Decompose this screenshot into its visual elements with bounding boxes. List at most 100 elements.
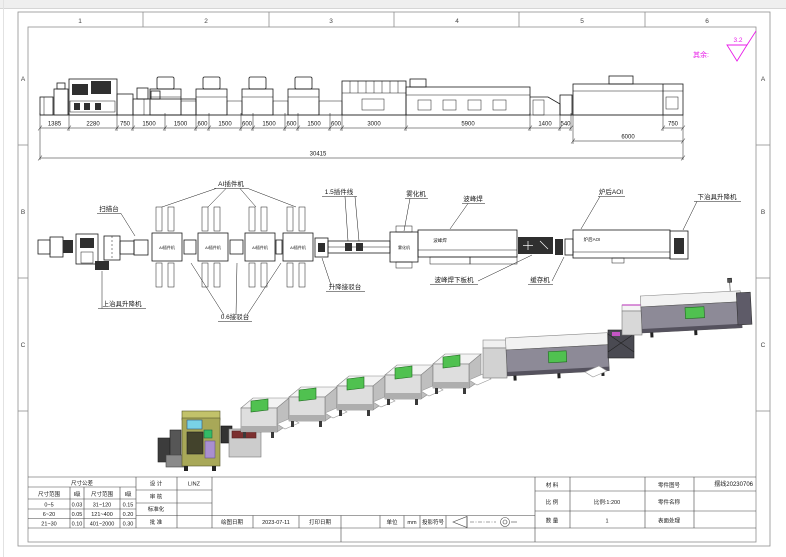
projection-symbol-icon (452, 516, 517, 528)
window-top-band (0, 0, 786, 9)
sheet-frame: 1 2 3 4 5 6 A B C A B C (17, 11, 771, 547)
elevation-view (39, 75, 684, 116)
label-wave-solder: 波峰焊 (463, 194, 483, 203)
window-left-edge (3, 0, 4, 557)
label-post-aoi: 炉后AOI (599, 187, 623, 196)
unit-value: mm (407, 520, 417, 526)
machine-text-ai: AI插件机 (252, 244, 268, 250)
part-no-label: 零件图号 (658, 481, 681, 489)
tol-cell: 6~20 (43, 512, 55, 518)
dim-text: 5900 (461, 122, 475, 128)
zone-col-5: 5 (580, 18, 584, 25)
zone-col-1: 1 (78, 18, 82, 25)
dimension-texts: 1385 2280 750 1500 1500 600 1500 600 150… (48, 122, 679, 158)
dim-text: 1400 (538, 122, 552, 128)
plan-view: AI插件机 AI插件机 AI插件机 AI插件机 (37, 179, 741, 322)
dim-text: 2280 (86, 122, 100, 128)
dim-text: 600 (197, 122, 208, 128)
draw-date-label: 绘图日期 (221, 518, 244, 526)
draw-date-value: 2023-07-11 (262, 520, 290, 526)
finish-label: 其余: (693, 50, 709, 59)
tol-cell: 0.03 (72, 503, 83, 509)
tol-cell: 31~120 (93, 503, 112, 509)
tol-header: 尺寸范围 (38, 490, 61, 498)
tol-cell: 0.05 (72, 512, 83, 518)
zone-col-3: 3 (329, 18, 333, 25)
unit-label: 单位 (386, 518, 398, 526)
machine-text-ai: AI插件机 (205, 244, 221, 250)
machine-text-ai: AI插件机 (159, 244, 175, 250)
label-lower-jig-lift: 下治具升降机 (698, 192, 738, 201)
dim-text: 600 (286, 122, 297, 128)
surface-label: 表面处理 (658, 517, 681, 525)
label-scan-table: 扫描台 (99, 204, 119, 213)
iso-machine (384, 364, 444, 405)
part-name-label: 零件名称 (658, 498, 681, 506)
label-ai-inserter: AI插件机 (218, 179, 244, 188)
qty-value: 1 (605, 519, 608, 525)
zone-col-6: 6 (705, 18, 709, 25)
zone-row-a-left: A (21, 76, 26, 83)
iso-machine (336, 375, 396, 416)
design-label: 设 计 (150, 480, 163, 488)
machine-text-atomizer: 雾化机 (398, 244, 410, 250)
machine-text-wave: 波峰焊 (433, 237, 447, 244)
dim-text-right-end: 750 (668, 122, 679, 128)
iso-machine (432, 353, 492, 394)
label-buffer: 缓存机 (530, 275, 550, 284)
scale-label: 比 例 (546, 498, 559, 506)
label-docking-06: 0.6接驳台 (221, 312, 250, 321)
elevation-ai-machines (149, 76, 343, 116)
zone-row-b-left: B (21, 209, 25, 216)
title-block: 设 计 LINZ 审 核 标准化 批 准 绘图日期 2023-07-11 打印日… (136, 477, 756, 542)
iso-machine (288, 386, 348, 427)
dimension-chain: 1385 2280 750 1500 1500 600 1500 600 150… (37, 113, 686, 161)
print-date-label: 打印日期 (309, 518, 332, 526)
tol-cell: 0.10 (72, 522, 83, 528)
dim-text-total: 30415 (310, 152, 327, 158)
label-upper-jig-lift: 上治具升降机 (103, 299, 143, 308)
approve-label: 批 准 (150, 518, 163, 526)
tol-header: 尺寸范围 (91, 490, 114, 498)
label-lift-docking: 升降接驳台 (329, 282, 362, 291)
zone-row-c-left: C (21, 342, 26, 349)
plan-labels: 扫描台 AI插件机 1.5插件线 雾化机 波峰焊 炉后AOI 下治具升降机 (97, 179, 741, 322)
machine-text-ai: AI插件机 (290, 244, 306, 250)
dim-text: 1500 (262, 122, 276, 128)
dim-text: 1500 (174, 122, 188, 128)
scale-value: 比例:1:200 (594, 498, 620, 506)
tol-cell: 121~400 (91, 512, 113, 518)
zone-row-b-right: B (761, 209, 765, 216)
check-label: 审 核 (150, 493, 163, 501)
extension-lines (37, 113, 686, 161)
dim-text: 1500 (307, 122, 321, 128)
part-no-value: 摆线20230706 (714, 480, 753, 488)
dim-text: 540 (560, 122, 571, 128)
dim-text: 600 (242, 122, 253, 128)
tol-cell: 0.20 (123, 512, 134, 518)
roughness-value: 3.2 (733, 37, 742, 44)
iso-machine (240, 397, 300, 438)
dim-text: 1385 (48, 122, 62, 128)
tol-header: I级 (73, 490, 81, 498)
machine-text-aoi: 炉后AOI (584, 236, 601, 243)
tol-header: I级 (124, 490, 132, 498)
dim-text: 1500 (142, 122, 156, 128)
material-label: 材 料 (546, 481, 559, 489)
plan-ai-machines: AI插件机 AI插件机 AI插件机 AI插件机 (151, 206, 314, 288)
tol-cell: 0.30 (123, 522, 134, 528)
iso-3d-view (157, 277, 753, 471)
tolerance-table: 尺寸公差 尺寸范围 I级 尺寸范围 I级 0~5 0.03 31~120 0.1… (28, 476, 756, 529)
projection-label: 投影符号 (422, 518, 445, 526)
zone-col-4: 4 (455, 18, 459, 25)
standardize-label: 标准化 (148, 505, 165, 513)
tol-cell: 21~30 (41, 522, 56, 528)
qty-label: 数 量 (546, 517, 559, 525)
design-value: LINZ (188, 482, 201, 488)
zone-row-c-right: C (761, 342, 766, 349)
dim-text: 600 (331, 122, 342, 128)
label-atomizer: 雾化机 (406, 189, 426, 198)
zone-col-2: 2 (204, 18, 208, 25)
